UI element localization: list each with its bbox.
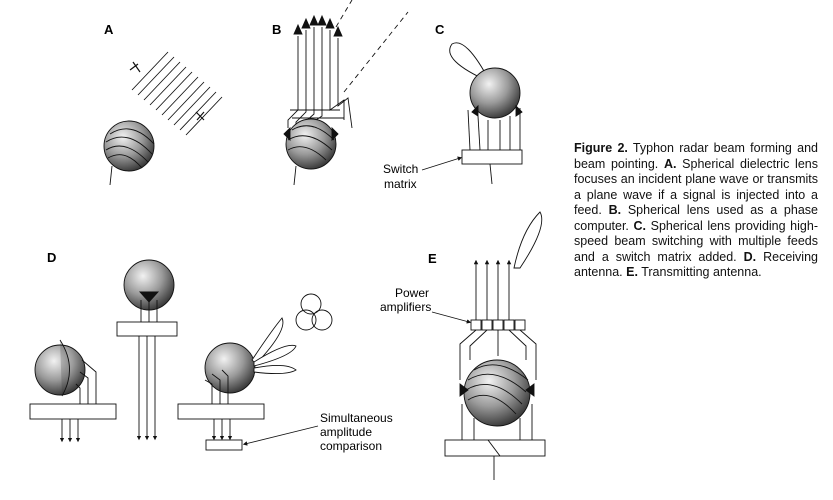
switch-matrix-callout: Switch matrix bbox=[383, 156, 463, 191]
panel-c-drawing bbox=[449, 42, 523, 185]
caption-c-text: Spherical lens providing high-speed beam… bbox=[574, 218, 818, 264]
power-amplifiers-label-1: Power bbox=[395, 286, 429, 300]
caption-c-label: C. bbox=[633, 218, 647, 233]
caption-a-text: Spherical dielectric lens focuses an inc… bbox=[574, 156, 818, 218]
plane-wave-lines bbox=[131, 51, 223, 136]
caption-d-label: D. bbox=[743, 249, 757, 264]
panel-a-drawing bbox=[103, 51, 223, 186]
panel-label-b: B bbox=[272, 22, 281, 37]
figure-caption: Figure 2. Typhon radar beam forming and … bbox=[574, 141, 818, 281]
caption-a-label: A. bbox=[663, 156, 677, 171]
panel-b-drawing bbox=[283, 0, 409, 186]
caption-e-text: Transmitting antenna. bbox=[637, 265, 762, 279]
panel-label-e: E bbox=[428, 251, 437, 266]
panel-d-drawing bbox=[29, 259, 333, 451]
caption-b-label: B. bbox=[608, 203, 622, 217]
panel-label-d: D bbox=[47, 250, 56, 265]
power-amplifiers-callout: Power amplifiers bbox=[380, 286, 472, 324]
simultaneous-label-1: Simultaneous bbox=[320, 411, 393, 425]
simultaneous-label-3: comparison bbox=[320, 439, 382, 453]
panel-label-c: C bbox=[435, 22, 445, 37]
caption-title: Figure 2. bbox=[574, 141, 628, 155]
caption-e-label: E. bbox=[626, 265, 638, 279]
caption-d-text: Receiving antenna. bbox=[574, 249, 818, 280]
panel-label-a: A bbox=[104, 22, 114, 37]
simultaneous-label-2: amplitude bbox=[320, 425, 372, 439]
caption-b-text: Spherical lens used as a phase computer. bbox=[574, 203, 818, 233]
switch-matrix-label-2: matrix bbox=[384, 177, 417, 191]
simultaneous-comparison-callout: Simultaneous amplitude comparison bbox=[242, 411, 393, 453]
panel-e-drawing bbox=[444, 211, 546, 480]
switch-matrix-label-1: Switch bbox=[383, 162, 418, 176]
caption-intro: Typhon radar beam forming and beam point… bbox=[574, 141, 818, 171]
power-amplifiers-label-2: amplifiers bbox=[380, 300, 431, 314]
